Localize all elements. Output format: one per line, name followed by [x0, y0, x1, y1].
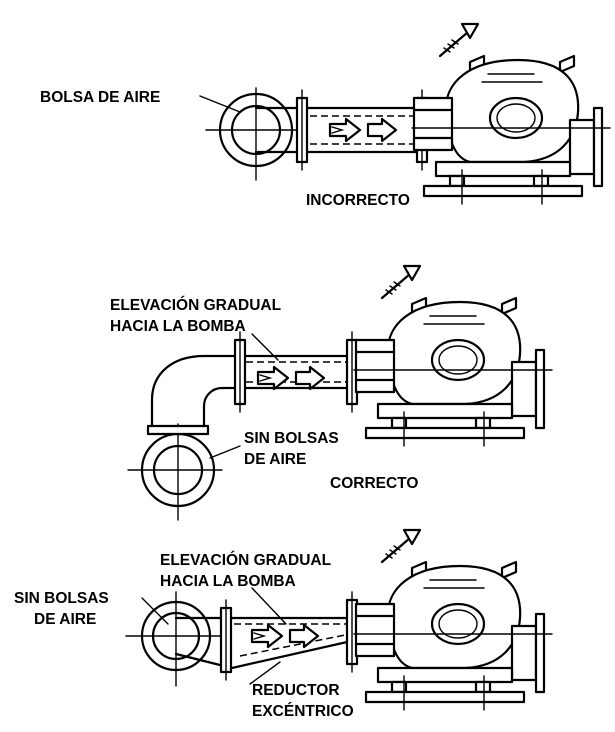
pump-icon: [352, 264, 554, 448]
panel-incorrect: BOLSA DE AIRE INCORRECTO: [40, 22, 612, 209]
label-elevacion-gradual: ELEVACIÓN GRADUAL: [110, 296, 281, 314]
flow-arrow-icon: [250, 623, 320, 649]
label-bolsa-de-aire: BOLSA DE AIRE: [40, 89, 160, 106]
flange-icon: [233, 330, 247, 414]
label-de-aire: DE AIRE: [34, 611, 96, 628]
panel-correct-reducer: ELEVACIÓN GRADUAL HACIA LA BOMBA SIN BOL…: [14, 528, 554, 720]
label-hacia-la-bomba: HACIA LA BOMBA: [110, 318, 246, 335]
label-excentrico: EXCÉNTRICO: [252, 703, 354, 720]
label-sin-bolsas: SIN BOLSAS: [244, 430, 339, 447]
verdict-incorrecto: INCORRECTO: [306, 192, 410, 209]
label-hacia-la-bomba: HACIA LA BOMBA: [160, 573, 296, 590]
label-sin-bolsas: SIN BOLSAS: [14, 590, 109, 607]
pump-icon: [410, 22, 612, 206]
verdict-correcto: CORRECTO: [330, 475, 418, 492]
flow-arrow-icon: [328, 117, 398, 143]
panel-correct-gradual: ELEVACIÓN GRADUAL HACIA LA BOMBA SIN BOL…: [110, 264, 554, 521]
flange-icon: [295, 88, 309, 172]
label-elevacion-gradual: ELEVACIÓN GRADUAL: [160, 551, 331, 569]
flow-arrow-icon: [256, 365, 326, 391]
label-reductor: REDUCTOR: [252, 682, 340, 699]
label-de-aire: DE AIRE: [244, 451, 306, 468]
flange-icon: [219, 598, 233, 682]
pump-icon: [352, 528, 554, 712]
